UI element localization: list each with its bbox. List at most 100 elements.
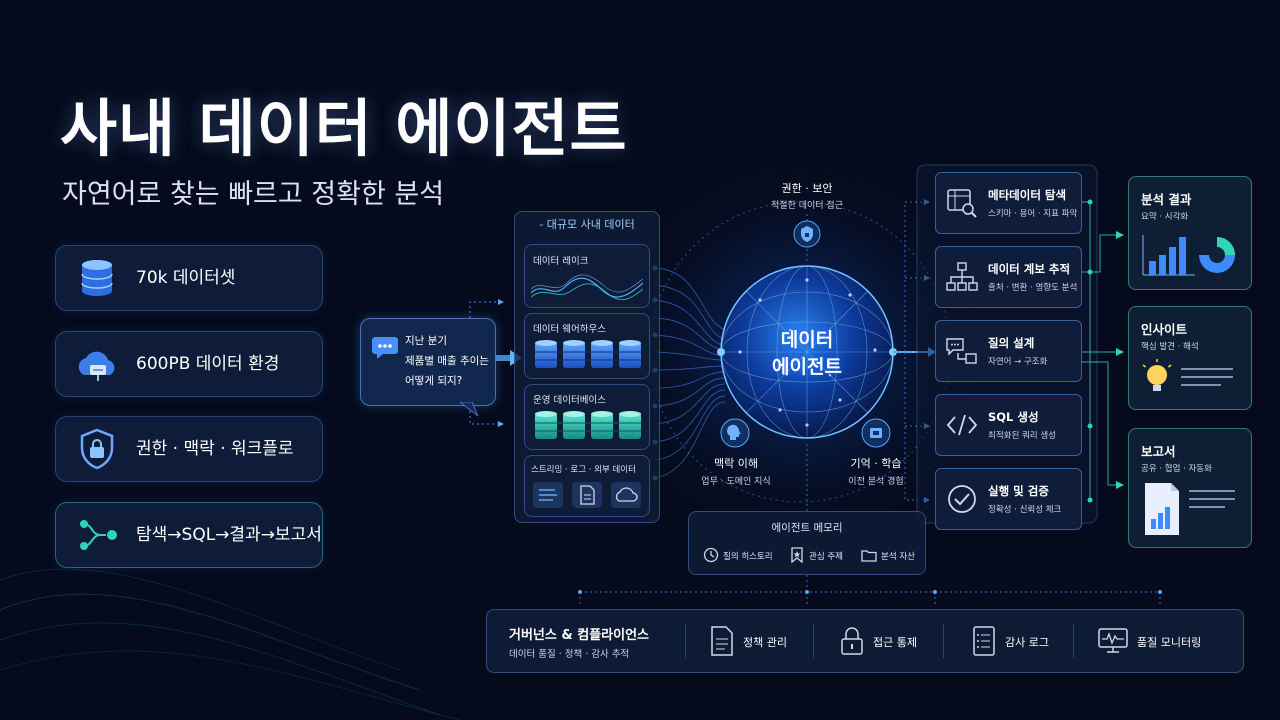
question-bubble: 지난 분기 제품별 매출 추이는 어떻게 되지? (360, 318, 496, 406)
agent-memory-panel: 에이전트 메모리 질의 히스토리 관심 주제 분석 자산 (688, 511, 926, 575)
context-desc: 업무 · 도메인 지식 (701, 477, 771, 487)
folder-icon (861, 550, 877, 562)
memory-item: 관심 주제 (809, 552, 843, 562)
memory-chip-icon (861, 418, 891, 448)
output-desc: 요약 · 시각화 (1141, 212, 1189, 222)
operational-database-icon (535, 411, 641, 439)
governance-item-label: 접근 통제 (873, 636, 917, 649)
bookmark-star-icon (791, 547, 803, 563)
stat-workflow: 탐색→SQL→결과→보고서 (55, 502, 323, 568)
output-report: 보고서 공유 · 협업 · 자동화 (1128, 428, 1252, 548)
database-icon (81, 260, 113, 296)
brain-head-icon (720, 418, 750, 448)
stat-label: 탐색→SQL→결과→보고서 (136, 525, 322, 545)
page-title: 사내 데이터 에이전트 (60, 92, 628, 165)
dot-wave-decoration (0, 568, 461, 720)
stat-label: 권한 · 맥락 · 워크플로 (136, 439, 294, 459)
governance-item-label: 정책 관리 (743, 636, 787, 649)
lightbulb-icon (1142, 359, 1233, 391)
tool-query-design: 질의 설계 자연어 → 구조화 (935, 320, 1082, 382)
security-desc: 적절한 데이터 접근 (771, 201, 843, 211)
streaming-label: 스트리밍 · 로그 · 외부 데이터 (531, 465, 636, 475)
chat-icon (372, 337, 398, 359)
tool-title: SQL 생성 (988, 410, 1039, 424)
output-insight: 인사이트 핵심 발견 · 해석 (1128, 306, 1252, 410)
query-design-icon (946, 338, 977, 364)
source-flow-lines (654, 267, 726, 479)
data-sources-panel: - 대규모 사내 데이터 데이터 레이크 데이터 웨어하우스 운영 데이터베이스 (514, 211, 660, 523)
output-title: 분석 결과 (1141, 192, 1192, 207)
history-clock-icon (703, 547, 719, 563)
stream-icon (539, 489, 557, 501)
context-title: 맥락 이해 (714, 457, 758, 470)
warehouse-database-icon (535, 340, 641, 368)
bubble-tail (459, 402, 479, 417)
tool-title: 데이터 계보 추적 (988, 262, 1071, 276)
governance-title: 거버넌스 & 컴플라이언스 (509, 628, 649, 643)
cloud-server-icon (78, 351, 115, 381)
tool-title: 메타데이터 탐색 (988, 188, 1067, 202)
governance-item-label: 감사 로그 (1005, 636, 1049, 649)
tool-desc: 스키마 · 용어 · 지표 파악 (988, 209, 1078, 219)
governance-panel: 거버넌스 & 컴플라이언스 데이터 품질 · 정책 · 감사 추적 정책 관리 … (486, 609, 1244, 673)
question-line: 어떻게 되지? (405, 375, 463, 387)
chart-icon (1142, 235, 1235, 276)
shield-lock-icon (80, 428, 114, 470)
page-subtitle: 자연어로 찾는 빠르고 정확한 분석 (62, 179, 445, 210)
lock-icon (841, 627, 863, 655)
question-line: 지난 분기 (405, 335, 447, 347)
stat-governance: 권한 · 맥락 · 워크플로 (55, 416, 323, 482)
question-line: 제품별 매출 추이는 (405, 355, 489, 367)
audit-log-icon (973, 626, 995, 656)
tool-metadata-search: 메타데이터 탐색 스키마 · 용어 · 지표 파악 (935, 172, 1082, 234)
operational-db-card: 운영 데이터베이스 (524, 384, 650, 450)
lineage-icon (946, 262, 978, 291)
log-document-icon (580, 485, 595, 505)
report-icon (1145, 483, 1235, 535)
memory-learn-title: 기억 · 학습 (850, 457, 902, 470)
output-desc: 공유 · 협업 · 자동화 (1141, 464, 1212, 474)
code-icon (946, 414, 978, 436)
memory-item: 분석 자산 (881, 552, 915, 562)
shield-icon (793, 220, 821, 248)
agent-label-line2: 에이전트 (772, 356, 842, 378)
check-circle-icon (948, 485, 976, 513)
streaming-card: 스트리밍 · 로그 · 외부 데이터 (524, 455, 650, 517)
data-lake-label: 데이터 레이크 (533, 256, 589, 267)
output-analysis-result: 분석 결과 요약 · 시각화 (1128, 176, 1252, 290)
tool-sql-generation: SQL 생성 최적화된 쿼리 생성 (935, 394, 1082, 456)
monitor-icon (1098, 628, 1128, 653)
operational-db-label: 운영 데이터베이스 (533, 395, 606, 406)
tool-desc: 정확성 · 신뢰성 체크 (988, 505, 1062, 515)
security-title: 권한 · 보안 (781, 182, 833, 195)
policy-doc-icon (711, 626, 733, 656)
flow-icon (80, 520, 117, 550)
data-lake-card: 데이터 레이크 (524, 244, 650, 308)
cloud-icon (615, 487, 638, 502)
data-sources-header: - 대규모 사내 데이터 (539, 218, 635, 231)
stat-label: 70k 데이터셋 (136, 268, 236, 288)
stat-data-environment: 600PB 데이터 환경 (55, 331, 323, 397)
tool-lineage: 데이터 계보 추적 출처 · 변환 · 영향도 분석 (935, 246, 1082, 308)
tool-title: 질의 설계 (988, 336, 1035, 350)
data-warehouse-card: 데이터 웨어하우스 (524, 313, 650, 379)
output-title: 보고서 (1141, 444, 1176, 459)
output-title: 인사이트 (1141, 322, 1188, 337)
memory-learn-desc: 이전 분석 경험 (848, 477, 904, 487)
tool-desc: 최적화된 쿼리 생성 (988, 431, 1056, 441)
wave-icon (531, 274, 643, 301)
memory-item: 질의 히스토리 (723, 552, 773, 562)
metadata-search-icon (947, 189, 977, 218)
output-desc: 핵심 발견 · 해석 (1141, 342, 1199, 352)
tool-desc: 출처 · 변환 · 영향도 분석 (988, 283, 1078, 293)
tool-title: 실행 및 검증 (988, 484, 1049, 498)
tool-execute-validate: 실행 및 검증 정확성 · 신뢰성 체크 (935, 468, 1082, 530)
governance-item-label: 품질 모니터링 (1137, 636, 1202, 649)
agent-memory-title: 에이전트 메모리 (771, 522, 843, 534)
stat-label: 600PB 데이터 환경 (136, 354, 280, 374)
agent-label-line1: 데이터 (780, 329, 834, 351)
governance-desc: 데이터 품질 · 정책 · 감사 추적 (509, 649, 630, 660)
stat-datasets: 70k 데이터셋 (55, 245, 323, 311)
data-warehouse-label: 데이터 웨어하우스 (533, 324, 606, 335)
tool-desc: 자연어 → 구조화 (988, 357, 1048, 367)
